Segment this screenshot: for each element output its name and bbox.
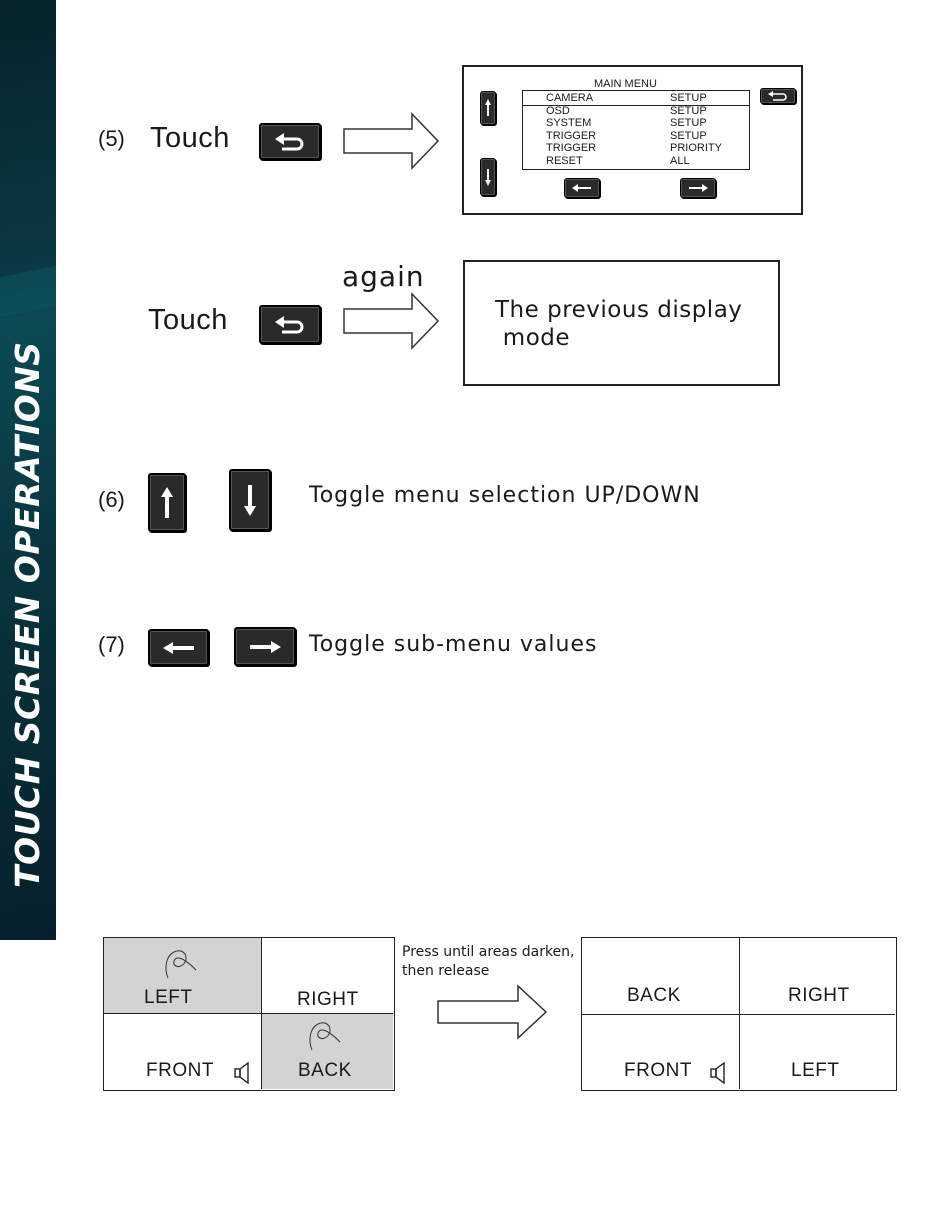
up-arrow-icon xyxy=(485,99,491,116)
menu-item-value: SETUP xyxy=(670,104,707,117)
menu-title: MAIN MENU xyxy=(594,78,657,90)
back-key[interactable] xyxy=(259,305,321,344)
quad-cell-bottom-left[interactable]: FRONT xyxy=(104,1014,262,1089)
back-arrow-icon xyxy=(768,91,787,101)
quad-cell-top-left[interactable]: LEFT xyxy=(104,938,262,1014)
menu-row[interactable]: RESET ALL xyxy=(523,155,749,168)
menu-row[interactable]: TRIGGER PRIORITY xyxy=(523,142,749,155)
quad-cell-top-right[interactable]: RIGHT xyxy=(740,938,895,1015)
right-arrow-icon xyxy=(689,184,708,192)
finger-touch-icon xyxy=(309,1022,341,1051)
right-arrow-outline-icon xyxy=(343,292,440,350)
up-arrow-icon xyxy=(161,486,173,518)
back-key[interactable] xyxy=(259,123,321,160)
menu-up-key[interactable] xyxy=(480,91,496,125)
quad-label: FRONT xyxy=(624,1060,692,1081)
menu-right-key[interactable] xyxy=(680,178,716,198)
sidebar-accent-band xyxy=(0,260,56,320)
back-arrow-icon xyxy=(275,132,304,150)
quad-cell-bottom-left[interactable]: FRONT xyxy=(582,1015,740,1089)
menu-item-value: ALL xyxy=(670,154,690,167)
quad-cell-top-right[interactable]: RIGHT xyxy=(262,938,393,1014)
quad-label: RIGHT xyxy=(297,989,359,1010)
down-arrow-icon xyxy=(485,169,491,186)
menu-item-value: PRIORITY xyxy=(670,142,722,154)
menu-item-value: SETUP xyxy=(670,117,707,129)
menu-row[interactable]: TRIGGER SETUP xyxy=(523,130,749,143)
menu-item-value: SETUP xyxy=(670,92,707,104)
right-arrow-icon xyxy=(250,640,281,653)
again-label: again xyxy=(342,260,425,293)
menu-item-value: SETUP xyxy=(670,129,707,142)
previous-display-text: The previous display mode xyxy=(495,297,743,351)
step-6-description: Toggle menu selection UP/DOWN xyxy=(309,483,701,508)
quad-label: BACK xyxy=(627,985,681,1006)
back-arrow-icon xyxy=(275,315,304,333)
left-key[interactable] xyxy=(148,629,209,666)
speaker-icon xyxy=(710,1062,725,1084)
quad-instruction: Press until areas darken, then release xyxy=(402,944,575,979)
quad-label: BACK xyxy=(298,1060,352,1081)
menu-back-key[interactable] xyxy=(760,88,796,104)
menu-item-label: OSD xyxy=(546,104,570,117)
quad-cell-top-left[interactable]: BACK xyxy=(582,938,740,1015)
step-6-number: (6) xyxy=(98,487,125,512)
menu-item-label: TRIGGER xyxy=(546,142,597,154)
speaker-icon xyxy=(234,1062,249,1084)
quad-cell-bottom-right[interactable]: BACK xyxy=(262,1014,393,1089)
menu-item-label: CAMERA xyxy=(546,92,594,104)
down-arrow-icon xyxy=(244,485,256,516)
quad-label: LEFT xyxy=(144,987,193,1008)
menu-list: CAMERA SETUP OSD SETUP SYSTEM SETUP TRIG… xyxy=(522,90,750,170)
down-key[interactable] xyxy=(229,469,271,531)
menu-item-label: RESET xyxy=(546,154,583,167)
up-key[interactable] xyxy=(148,473,186,532)
menu-down-key[interactable] xyxy=(480,158,496,196)
step-5b-touch-label: Touch xyxy=(148,304,228,336)
step-5-number: (5) xyxy=(98,126,125,151)
step-7-description: Toggle sub-menu values xyxy=(309,632,598,657)
quad-label: FRONT xyxy=(146,1060,214,1081)
sidebar: TOUCH SCREEN OPERATIONS xyxy=(0,0,56,940)
quad-label: LEFT xyxy=(791,1060,840,1081)
quad-label: RIGHT xyxy=(788,985,850,1006)
right-key[interactable] xyxy=(234,627,296,666)
quad-cell-bottom-right[interactable]: LEFT xyxy=(740,1015,895,1089)
step-5-touch-label: Touch xyxy=(150,122,230,154)
menu-row[interactable]: OSD SETUP xyxy=(523,105,749,118)
main-menu-screen: MAIN MENU CAMERA SETUP OSD SETUP SYSTEM … xyxy=(462,65,803,215)
finger-touch-icon xyxy=(165,950,197,979)
right-arrow-outline-icon xyxy=(437,984,548,1040)
menu-item-label: SYSTEM xyxy=(546,117,592,129)
quad-after-grid: BACK RIGHT FRONT LEFT xyxy=(581,937,897,1091)
menu-row[interactable]: SYSTEM SETUP xyxy=(523,117,749,130)
previous-display-box: The previous display mode xyxy=(463,260,780,386)
menu-left-key[interactable] xyxy=(564,178,600,198)
step-7-number: (7) xyxy=(98,632,125,657)
quad-before-grid: LEFT RIGHT FRONT BACK xyxy=(103,937,395,1091)
menu-row[interactable]: CAMERA SETUP xyxy=(523,92,749,106)
right-arrow-outline-icon xyxy=(343,112,440,170)
left-arrow-icon xyxy=(162,641,194,654)
sidebar-title: TOUCH SCREEN OPERATIONS xyxy=(8,341,47,888)
left-arrow-icon xyxy=(572,184,591,192)
menu-item-label: TRIGGER xyxy=(546,129,597,142)
